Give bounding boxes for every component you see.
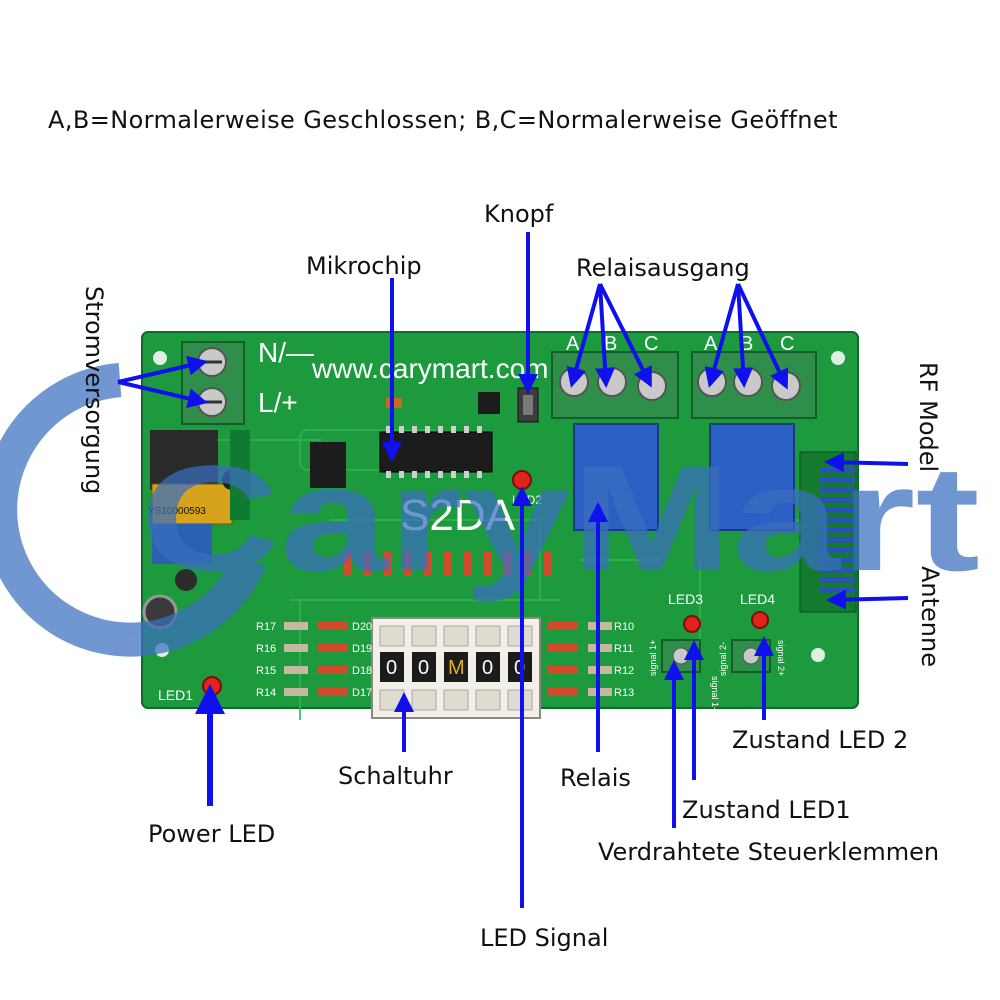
board-url: www.carymart.com (311, 353, 548, 384)
relay-terminal-block-2 (691, 351, 817, 419)
power-terminal-block (181, 341, 245, 425)
terminal-letter-1: A (566, 333, 580, 355)
resistor-left-4: R14 (256, 687, 276, 699)
resistor-right-1: R10 (614, 621, 634, 633)
arrow-rf-model (824, 452, 909, 473)
terminal-letter-2: B (604, 333, 617, 355)
callout-zustand-led2: Zustand LED 2 (732, 726, 909, 754)
transformer-label: YS10000593 (148, 506, 206, 517)
signal-label-4: signal 2+ (776, 640, 786, 676)
push-button (517, 387, 539, 423)
led3-icon (683, 615, 701, 633)
callout-mikrochip: Mikrochip (306, 252, 422, 280)
signal-label-2: signal 1- (710, 676, 720, 710)
relays (573, 423, 795, 531)
terminal-letter-6: C (780, 333, 794, 355)
diode-left-1: D20 (352, 621, 372, 633)
arrow-antenne (826, 589, 909, 610)
diode-row (344, 552, 552, 576)
arrow-relais-2c (736, 283, 789, 390)
header-note: A,B=Normalerweise Geschlossen; B,C=Norma… (48, 106, 838, 134)
led4-icon (751, 611, 769, 629)
signal-label-1: signal 1+ (648, 640, 658, 676)
terminal-letter-4: A (704, 333, 718, 355)
power-supply-components (142, 430, 250, 630)
callout-rf-model: RF Model (914, 362, 942, 473)
arrow-relais-2b (733, 283, 754, 388)
dip-digit-4: 0 (482, 657, 493, 679)
resistor-right-2: R11 (614, 643, 633, 655)
callout-zustand-led1: Zustand LED1 (682, 796, 851, 824)
callout-antenne: Antenne (916, 566, 944, 667)
watermark-text: CaryMart (140, 434, 980, 602)
board-n-label: N/— (258, 337, 314, 368)
terminal-letter-3: C (644, 333, 658, 355)
callout-relaisausgang: Relaisausgang (576, 254, 750, 282)
led4-label: LED4 (740, 591, 775, 607)
pcb-board (141, 331, 859, 720)
callout-led-signal: LED Signal (480, 924, 609, 952)
resistor-left-3: R15 (256, 665, 276, 677)
callout-stromversorgung: Stromversorgung (80, 286, 108, 495)
callout-relais: Relais (560, 764, 631, 792)
led1-label: LED1 (158, 687, 193, 703)
dip-digit-1: 0 (386, 657, 397, 679)
arrow-relais-1b (595, 283, 616, 388)
relay-terminal-block-1 (551, 351, 679, 419)
callout-arrows (117, 232, 909, 908)
arrow-relais-1a (566, 283, 602, 388)
signal-label-3: signal 2- (718, 642, 728, 676)
callout-verdrahtete: Verdrahtete Steuerklemmen (598, 838, 940, 866)
callout-power-led: Power LED (148, 820, 276, 848)
diode-left-2: D19 (352, 643, 372, 655)
resistor-right-4: R13 (614, 687, 634, 699)
callout-knopf: Knopf (484, 200, 554, 228)
resistor-left-2: R16 (256, 643, 276, 655)
led3-label: LED3 (668, 591, 703, 607)
board-model: S2DA (400, 491, 516, 540)
resistor-right-3: R12 (614, 665, 634, 677)
arrow-relais-2a (704, 283, 740, 388)
resistor-left-1: R17 (256, 621, 276, 633)
dip-digit-2: 0 (418, 657, 429, 679)
dip-digit-3: M (448, 657, 465, 679)
callout-schaltuhr: Schaltuhr (338, 762, 453, 790)
arrow-strom-1 (117, 355, 208, 384)
diode-left-3: D18 (352, 665, 372, 677)
arrow-relais-1c (598, 283, 652, 388)
board-l-label: L/+ (258, 387, 298, 418)
diode-left-4: D17 (352, 687, 372, 699)
rf-module (799, 451, 857, 613)
dip-digit-5: 0 (514, 657, 525, 679)
arrow-strom-2 (117, 380, 208, 409)
